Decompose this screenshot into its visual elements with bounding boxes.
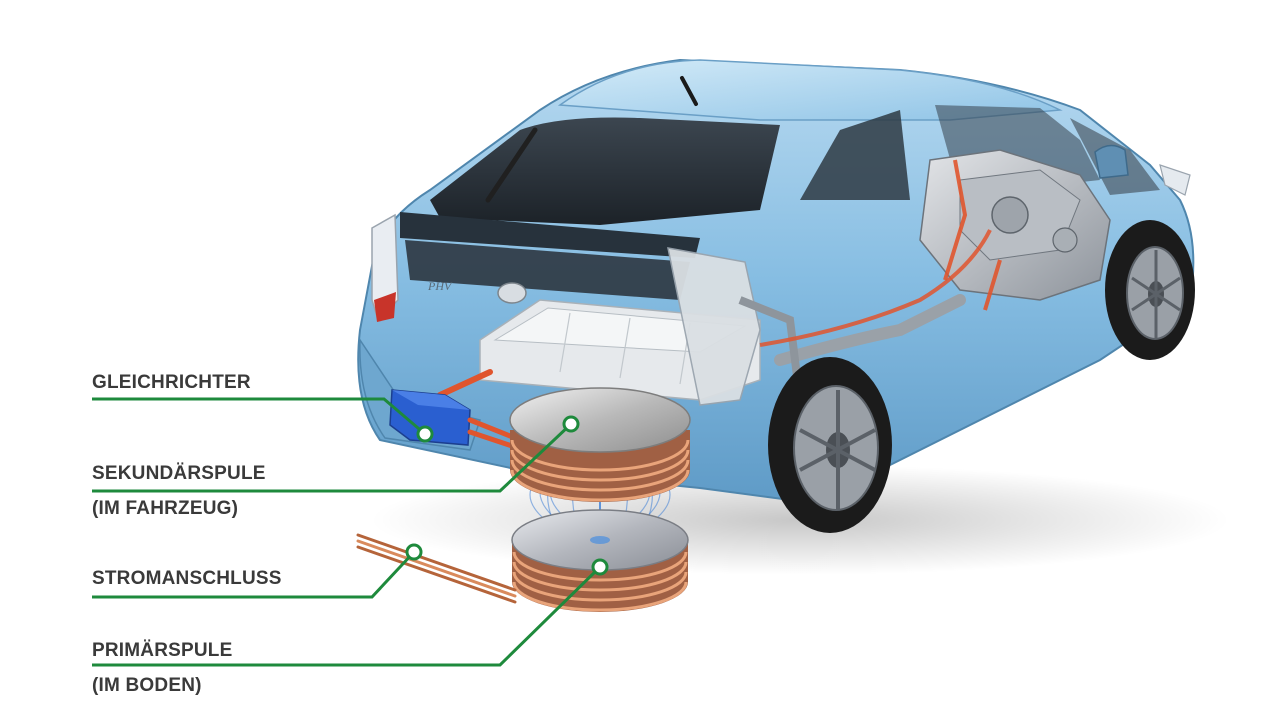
leader-primary-coil <box>92 565 602 667</box>
leader-lines <box>92 397 602 667</box>
power-connection-dot <box>405 543 423 561</box>
car-illustration: PHV <box>357 58 1195 533</box>
engine-pulley <box>991 196 1029 234</box>
label-rectifier: GLEICHRICHTER <box>92 372 251 393</box>
primary-coil-dot <box>591 558 609 576</box>
antenna <box>680 76 698 106</box>
vehicle-badge: PHV <box>427 279 453 293</box>
side-mirror <box>1094 144 1129 179</box>
primary-coil <box>511 509 689 612</box>
secondary-coil <box>509 387 691 502</box>
label-primary-coil-note: (IM BODEN) <box>92 675 202 696</box>
rear-spoiler <box>400 212 700 258</box>
rectifier-unit <box>389 389 515 449</box>
taillight-red <box>374 292 396 322</box>
trunk-frame <box>667 247 761 406</box>
front-wheel <box>1105 220 1195 360</box>
side-window-rear <box>800 110 910 200</box>
rear-window <box>430 117 780 225</box>
brand-logo <box>497 282 527 304</box>
secondary-coil-dot <box>562 415 580 433</box>
leader-power-connection <box>92 550 416 599</box>
hv-cable <box>759 229 992 347</box>
hv-cable <box>983 259 1002 311</box>
label-secondary-coil: SEKUNDÄRSPULE <box>92 463 266 484</box>
leader-rectifier <box>92 397 426 436</box>
rear-wheel <box>768 357 892 533</box>
battery-cell-line <box>559 312 571 373</box>
hv-cable <box>943 159 968 281</box>
label-power-connection: STROMANSCHLUSS <box>92 568 282 589</box>
rear-wiper <box>485 127 538 203</box>
hv-cable <box>437 369 493 398</box>
engine-pulley <box>1052 227 1078 253</box>
headlight <box>1159 164 1191 196</box>
label-secondary-coil-note: (IM FAHRZEUG) <box>92 498 239 519</box>
leader-secondary-coil <box>92 422 573 493</box>
rear-lower-glass <box>405 240 690 300</box>
label-primary-coil: PRIMÄRSPULE <box>92 640 233 661</box>
power-cable <box>356 533 517 604</box>
battery-cell-line <box>619 317 631 379</box>
leader-dots <box>405 415 609 576</box>
rectifier-dot <box>416 425 434 443</box>
